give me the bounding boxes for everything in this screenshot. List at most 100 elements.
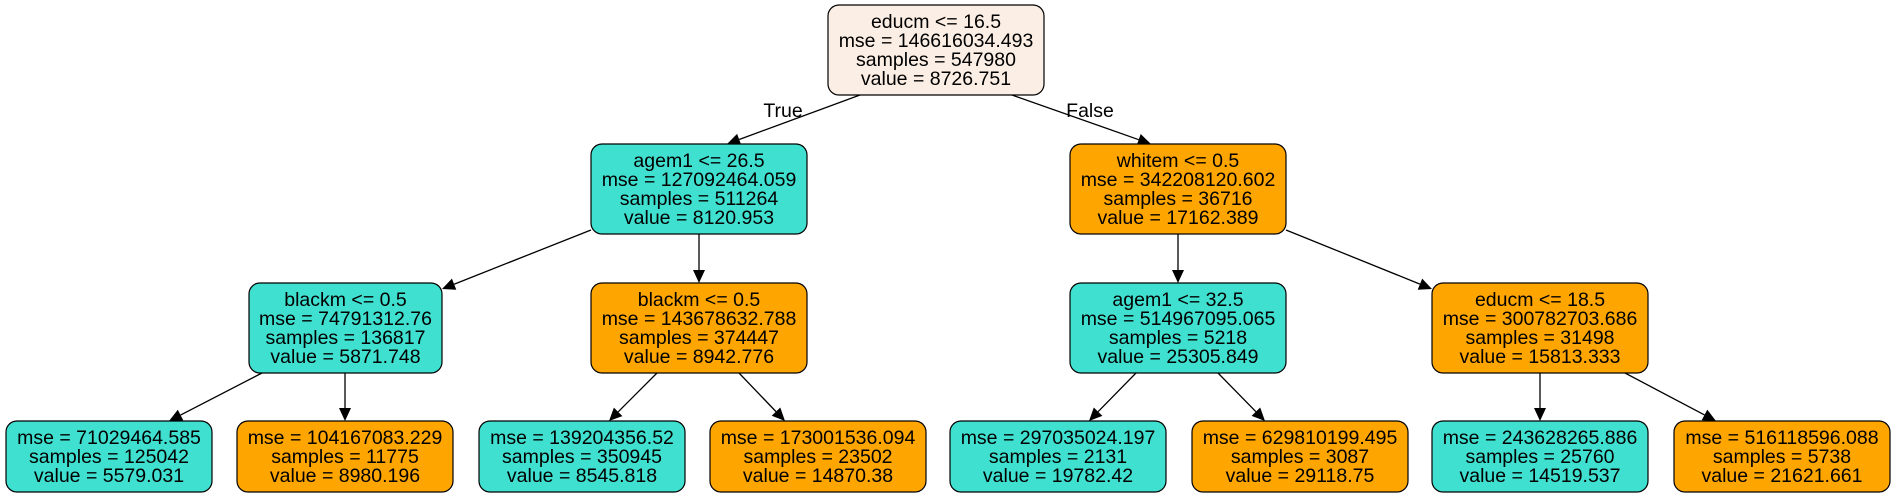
arrowhead (1089, 407, 1103, 421)
edge-line (1624, 372, 1705, 416)
node-text-line: samples = 25760 (1465, 446, 1614, 468)
arrowhead (442, 278, 457, 290)
edge-label-true: True (763, 100, 802, 122)
node-text-line: mse = 514967095.065 (1081, 308, 1276, 330)
node-text-line: educm <= 18.5 (1475, 289, 1605, 311)
node-text-line: value = 8120.953 (624, 207, 774, 229)
node-text-line: value = 8942.776 (624, 346, 774, 368)
node-text-line: samples = 125042 (29, 446, 189, 468)
arrowhead (1172, 270, 1184, 283)
edges-layer: True False (169, 94, 1716, 421)
edge-line (1217, 372, 1257, 413)
node-text-line: samples = 2131 (989, 446, 1127, 468)
arrowhead (1417, 278, 1432, 290)
edge-n4-n9 (609, 372, 658, 421)
arrowhead (1701, 409, 1716, 421)
node-text-line: value = 5871.748 (270, 346, 420, 368)
node-box (827, 4, 1045, 96)
edge-n3-n8 (339, 373, 351, 421)
node-text-line: value = 17162.389 (1097, 207, 1258, 229)
edge-n6-n13 (1534, 373, 1546, 421)
node-text-line: agem1 <= 26.5 (633, 150, 764, 172)
node-box (248, 282, 443, 374)
node-box (590, 143, 808, 235)
edge-line (738, 94, 861, 141)
edge-n2-n5 (1172, 234, 1184, 283)
edge-n3-n7 (169, 372, 263, 421)
edge-n4-n10 (738, 372, 785, 421)
node-text-line: value = 15813.333 (1459, 346, 1620, 368)
node-text-line: value = 29118.75 (1226, 465, 1375, 487)
node-text-line: value = 8545.818 (507, 465, 657, 487)
node-text-line: mse = 629810199.495 (1203, 427, 1398, 449)
edge-line (1011, 94, 1139, 141)
node-text-line: mse = 146616034.493 (839, 30, 1034, 52)
edge-n1-n4 (693, 234, 705, 283)
arrowhead (609, 407, 623, 421)
node-box (949, 420, 1167, 493)
node-text-line: samples = 511264 (620, 188, 779, 210)
arrowhead (1534, 408, 1546, 421)
edge-n0-n1: True (727, 94, 861, 146)
arrowhead (1251, 407, 1265, 421)
node-text-line: value = 19782.42 (983, 465, 1133, 487)
edge-n5-n11 (1089, 372, 1137, 421)
node-text-line: mse = 139204356.52 (490, 427, 674, 449)
node-text-line: mse = 516118596.088 (1685, 427, 1878, 449)
edge-line (453, 229, 592, 285)
edge-label-false: False (1066, 100, 1114, 122)
edge-n0-n2: False (1011, 94, 1151, 146)
node-box (590, 282, 808, 374)
edge-line (1285, 229, 1421, 285)
node-text-line: mse = 342208120.602 (1081, 169, 1276, 191)
node-text-line: mse = 104167083.229 (248, 427, 443, 449)
arrowhead (1136, 134, 1151, 146)
node-text-line: samples = 31498 (1465, 327, 1614, 349)
edge-line (180, 372, 263, 416)
edge-line (617, 372, 658, 413)
arrowhead (727, 133, 742, 146)
node-text-line: samples = 374447 (619, 327, 779, 349)
node-text-line: whitem <= 0.5 (1116, 150, 1240, 172)
node-text-line: value = 25305.849 (1097, 346, 1258, 368)
node-box (1431, 282, 1649, 374)
node-text-line: agem1 <= 32.5 (1112, 289, 1243, 311)
node-text-line: samples = 350945 (502, 446, 662, 468)
arrowhead (339, 408, 351, 421)
node-text-line: samples = 547980 (856, 49, 1016, 71)
node-text-line: value = 14519.537 (1459, 465, 1620, 487)
node-text-line: samples = 3087 (1231, 446, 1369, 468)
node-text-line: value = 8980.196 (270, 465, 420, 487)
node-box (709, 420, 927, 493)
node-text-line: samples = 5218 (1109, 327, 1247, 349)
arrowhead (169, 409, 184, 421)
node-text-line: samples = 23502 (743, 446, 892, 468)
node-text-line: mse = 127092464.059 (602, 169, 797, 191)
node-box (5, 420, 213, 493)
node-box (236, 420, 454, 493)
edge-n5-n12 (1217, 372, 1265, 421)
node-text-line: mse = 143678632.788 (602, 308, 797, 330)
node-text-line: value = 8726.751 (861, 68, 1011, 90)
node-text-line: blackm <= 0.5 (284, 289, 407, 311)
node-text-line: value = 5579.031 (34, 465, 184, 487)
edge-n1-n3 (442, 229, 592, 290)
node-text-line: samples = 11775 (271, 446, 419, 468)
edge-n6-n14 (1624, 372, 1716, 421)
edge-line (738, 372, 777, 413)
edge-line (1097, 372, 1137, 413)
